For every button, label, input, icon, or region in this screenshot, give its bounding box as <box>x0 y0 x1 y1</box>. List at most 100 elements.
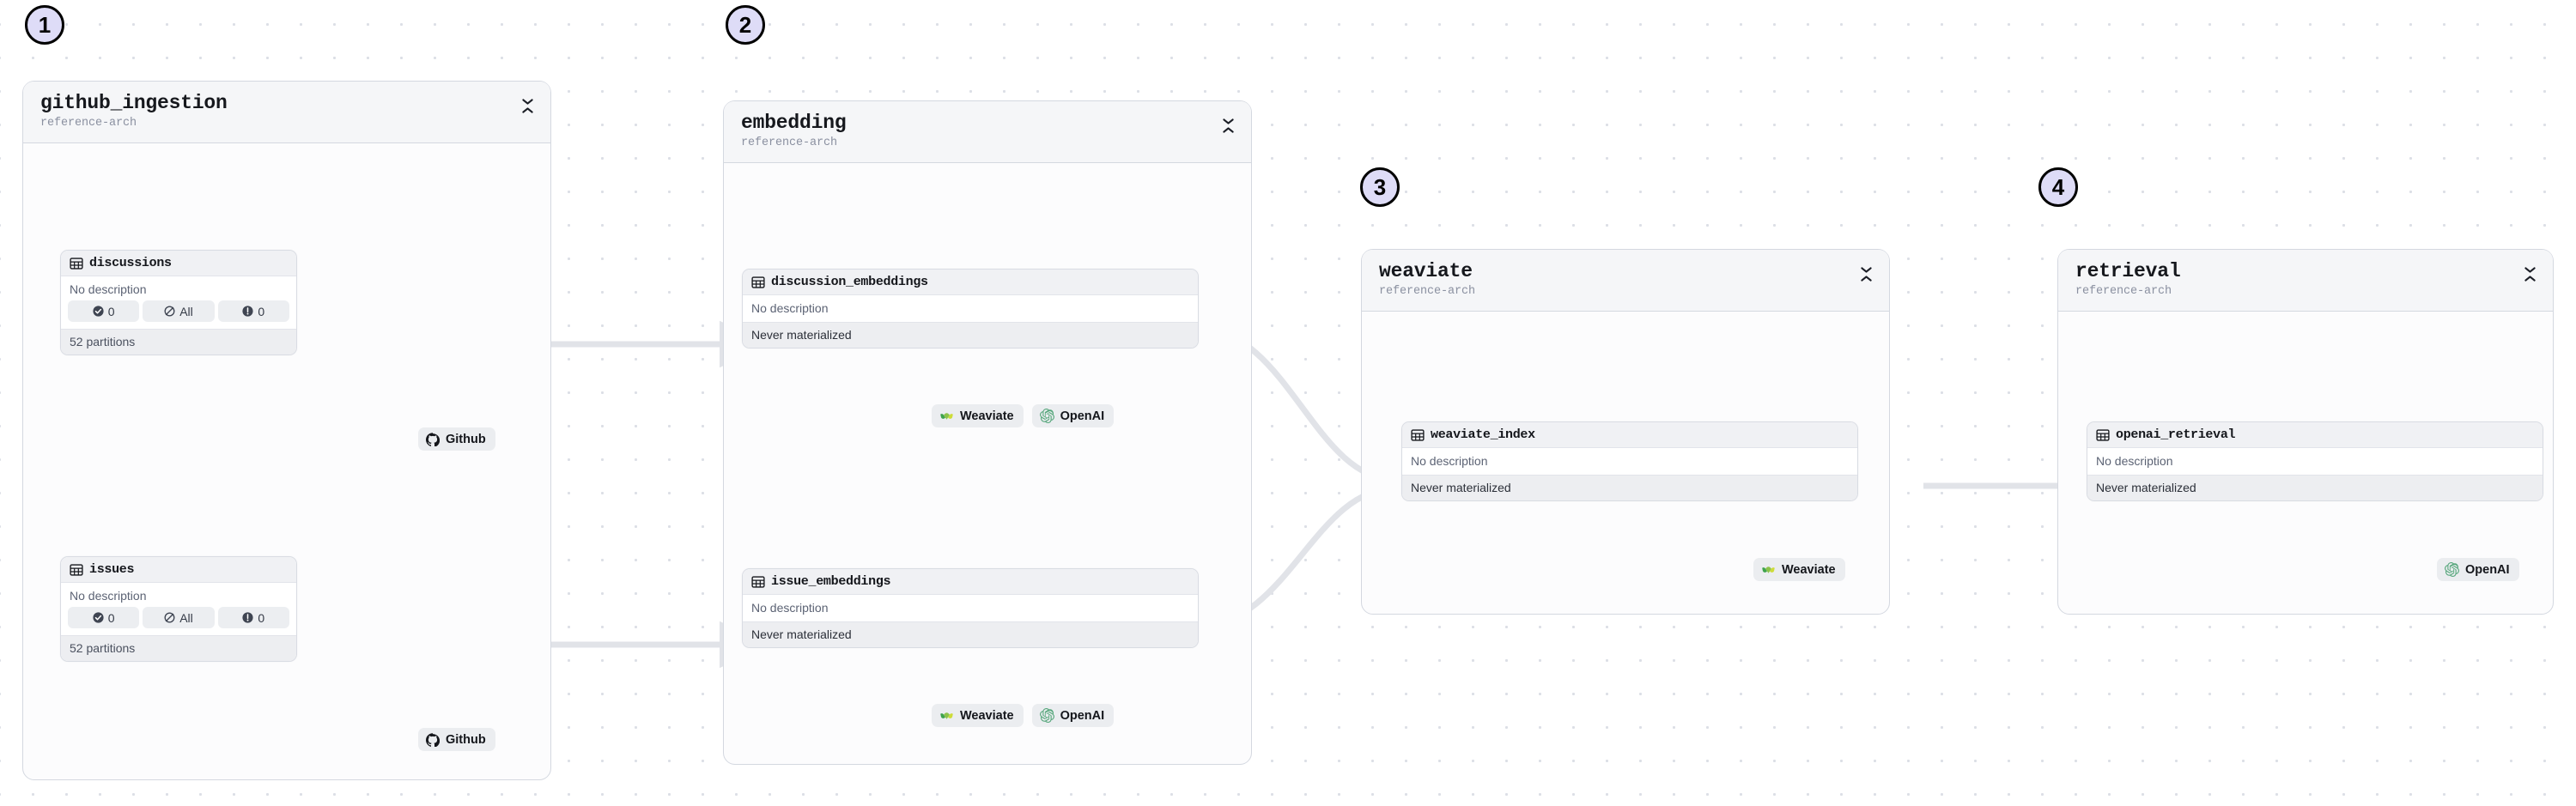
collapse-vertical-icon[interactable] <box>1220 116 1236 135</box>
weaviate-icon <box>940 712 953 719</box>
slash-circle-icon <box>164 612 175 623</box>
table-icon <box>70 257 83 270</box>
asset-status: Never materialized <box>2087 475 2543 500</box>
count-value: All <box>179 304 193 318</box>
openai-icon <box>1039 409 1054 423</box>
count-value: All <box>179 610 193 625</box>
failed-count-pill[interactable]: 0 <box>217 300 289 322</box>
github-icon <box>426 432 440 446</box>
group-header-retrieval[interactable]: retrieval reference-arch <box>2058 250 2553 312</box>
collapse-vertical-icon[interactable] <box>519 96 535 115</box>
materialized-count-pill[interactable]: 0 <box>68 300 140 322</box>
asset-node-discussion-embeddings[interactable]: discussion_embeddings No description Nev… <box>742 269 1199 348</box>
asset-description: No description <box>61 276 296 300</box>
asset-status: Never materialized <box>1402 475 1857 500</box>
collapse-vertical-icon[interactable] <box>1858 264 1874 283</box>
badge-openai[interactable]: OpenAI <box>2437 558 2519 581</box>
missing-count-pill[interactable]: All <box>143 300 215 322</box>
badge-label: Weaviate <box>960 409 1014 423</box>
badge-openai[interactable]: OpenAI <box>1031 704 1115 727</box>
badge-weaviate[interactable]: Weaviate <box>1753 558 1845 581</box>
step-marker-3: 3 <box>1360 167 1400 207</box>
group-subtitle: reference-arch <box>40 116 137 130</box>
count-value: 0 <box>258 610 265 625</box>
table-icon <box>2096 428 2110 441</box>
asset-description: No description <box>61 583 296 607</box>
asset-name: weaviate_index <box>1431 427 1535 442</box>
alert-circle-icon <box>242 306 254 317</box>
asset-partitions: 52 partitions <box>61 329 296 355</box>
github-icon <box>426 732 440 747</box>
group-header-weaviate[interactable]: weaviate reference-arch <box>1362 250 1889 312</box>
group-github-ingestion[interactable]: github_ingestion reference-arch <box>22 81 551 780</box>
asset-node-issue-embeddings[interactable]: issue_embeddings No description Never ma… <box>742 568 1199 648</box>
count-value: 0 <box>107 610 115 625</box>
group-title: weaviate <box>1379 260 1473 282</box>
integration-badges-discussions: Github <box>418 427 495 451</box>
asset-header[interactable]: issue_embeddings <box>743 569 1198 595</box>
badge-label: OpenAI <box>2465 562 2510 577</box>
step-marker-label: 2 <box>738 11 752 38</box>
badge-label: Github <box>446 732 486 747</box>
group-subtitle: reference-arch <box>1379 284 1476 298</box>
table-icon <box>751 575 765 588</box>
missing-count-pill[interactable]: All <box>143 607 215 628</box>
asset-status: Never materialized <box>743 322 1198 348</box>
badge-weaviate[interactable]: Weaviate <box>932 704 1024 727</box>
openai-icon <box>2445 562 2459 577</box>
table-icon <box>1411 428 1425 441</box>
group-title: github_ingestion <box>40 92 228 114</box>
failed-count-pill[interactable]: 0 <box>217 607 289 628</box>
group-subtitle: reference-arch <box>2075 284 2172 298</box>
asset-header[interactable]: discussions <box>61 251 296 276</box>
step-marker-2: 2 <box>726 5 765 45</box>
asset-name: discussions <box>89 256 172 270</box>
asset-counts-row: 0 All 0 <box>61 300 296 329</box>
group-subtitle: reference-arch <box>741 136 838 149</box>
slash-circle-icon <box>164 306 175 317</box>
asset-node-weaviate-index[interactable]: weaviate_index No description Never mate… <box>1401 421 1858 501</box>
check-circle-icon <box>93 306 104 317</box>
badge-label: Weaviate <box>960 708 1014 723</box>
step-marker-label: 3 <box>1373 173 1387 200</box>
group-embedding[interactable]: embedding reference-arch <box>723 100 1252 765</box>
asset-header[interactable]: openai_retrieval <box>2087 422 2543 448</box>
asset-description: No description <box>1402 448 1857 475</box>
step-marker-label: 4 <box>2051 173 2065 200</box>
asset-header[interactable]: issues <box>61 557 296 583</box>
materialized-count-pill[interactable]: 0 <box>68 607 140 628</box>
badge-github[interactable]: Github <box>418 728 495 751</box>
asset-node-issues[interactable]: issues No description 0 All <box>60 556 297 662</box>
table-icon <box>70 563 83 576</box>
asset-node-discussions[interactable]: discussions No description 0 All <box>60 250 297 355</box>
asset-name: issues <box>89 562 135 577</box>
badge-label: Weaviate <box>1782 562 1836 577</box>
group-header-embedding[interactable]: embedding reference-arch <box>724 101 1251 163</box>
asset-description: No description <box>743 295 1198 322</box>
asset-description: No description <box>2087 448 2543 475</box>
asset-name: issue_embeddings <box>771 574 891 589</box>
integration-badges-issues: Github <box>418 728 495 751</box>
integration-badges-openai-retrieval: OpenAI <box>2437 558 2519 581</box>
step-marker-1: 1 <box>25 5 64 45</box>
badge-label: Github <box>446 432 486 446</box>
asset-header[interactable]: weaviate_index <box>1402 422 1857 448</box>
badge-openai[interactable]: OpenAI <box>1031 404 1115 427</box>
badge-weaviate[interactable]: Weaviate <box>932 404 1024 427</box>
integration-badges-issue-embeddings: Weaviate OpenAI <box>932 704 1115 727</box>
group-header-github-ingestion[interactable]: github_ingestion reference-arch <box>23 82 550 143</box>
weaviate-icon <box>940 413 953 420</box>
badge-label: OpenAI <box>1060 409 1105 423</box>
collapse-vertical-icon[interactable] <box>2522 264 2537 283</box>
asset-name: discussion_embeddings <box>771 275 928 289</box>
integration-badges-discussion-embeddings: Weaviate OpenAI <box>932 404 1115 427</box>
asset-node-openai-retrieval[interactable]: openai_retrieval No description Never ma… <box>2087 421 2543 501</box>
openai-icon <box>1039 708 1054 723</box>
asset-partitions: 52 partitions <box>61 635 296 661</box>
integration-badges-weaviate-index: Weaviate <box>1753 558 1845 581</box>
asset-description: No description <box>743 595 1198 621</box>
badge-label: OpenAI <box>1060 708 1105 723</box>
badge-github[interactable]: Github <box>418 427 495 451</box>
asset-header[interactable]: discussion_embeddings <box>743 270 1198 295</box>
